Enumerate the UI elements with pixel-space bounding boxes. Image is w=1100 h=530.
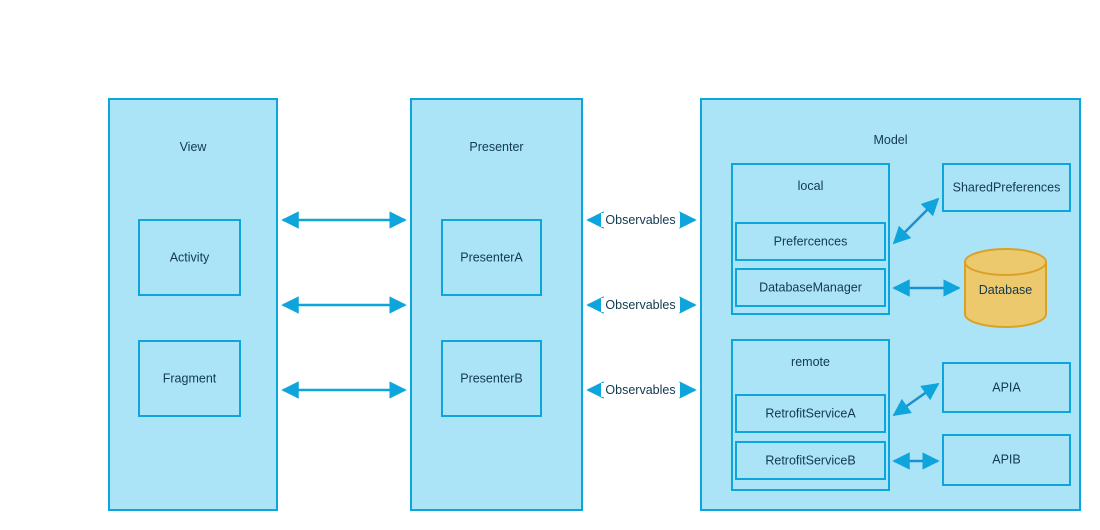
panel-view-title: View [179,140,207,154]
node-presenter-a-label: PresenterA [460,250,523,264]
node-retrofit-service-b[interactable]: RetrofitServiceB [735,441,886,480]
panel-model-title: Model [873,133,908,147]
group-remote-title: remote [791,355,830,369]
group-local-title: local [797,179,824,193]
node-retrofit-service-b-label: RetrofitServiceB [765,453,856,467]
node-presenter-a[interactable]: PresenterA [441,219,542,296]
connector-label-observables-1: Observables [601,213,680,227]
node-api-a-label: APIA [992,380,1021,394]
node-presenter-b[interactable]: PresenterB [441,340,542,417]
connector-label-observables-2: Observables [601,298,680,312]
connector-label-observables-3: Observables [601,383,680,397]
node-fragment[interactable]: Fragment [138,340,241,417]
node-retrofit-service-a-label: RetrofitServiceA [765,406,856,420]
node-preferences[interactable]: Prefercences [735,222,886,261]
node-api-b[interactable]: APIB [942,434,1071,486]
node-database[interactable]: Database [963,248,1048,328]
node-activity-label: Activity [169,250,210,264]
node-activity[interactable]: Activity [138,219,241,296]
node-database-manager[interactable]: DatabaseManager [735,268,886,307]
node-preferences-label: Prefercences [773,234,848,248]
panel-presenter[interactable] [410,98,583,511]
node-api-a[interactable]: APIA [942,362,1071,413]
node-shared-preferences-label: SharedPreferences [952,180,1061,194]
node-retrofit-service-a[interactable]: RetrofitServiceA [735,394,886,433]
node-api-b-label: APIB [992,452,1021,467]
node-database-label: Database [978,282,1033,297]
panel-view[interactable] [108,98,278,511]
node-shared-preferences[interactable]: SharedPreferences [942,163,1071,212]
panel-presenter-title: Presenter [469,140,524,154]
node-fragment-label: Fragment [162,371,217,385]
node-database-manager-label: DatabaseManager [759,280,862,294]
node-presenter-b-label: PresenterB [460,371,523,385]
database-cylinder-icon [964,248,1047,328]
